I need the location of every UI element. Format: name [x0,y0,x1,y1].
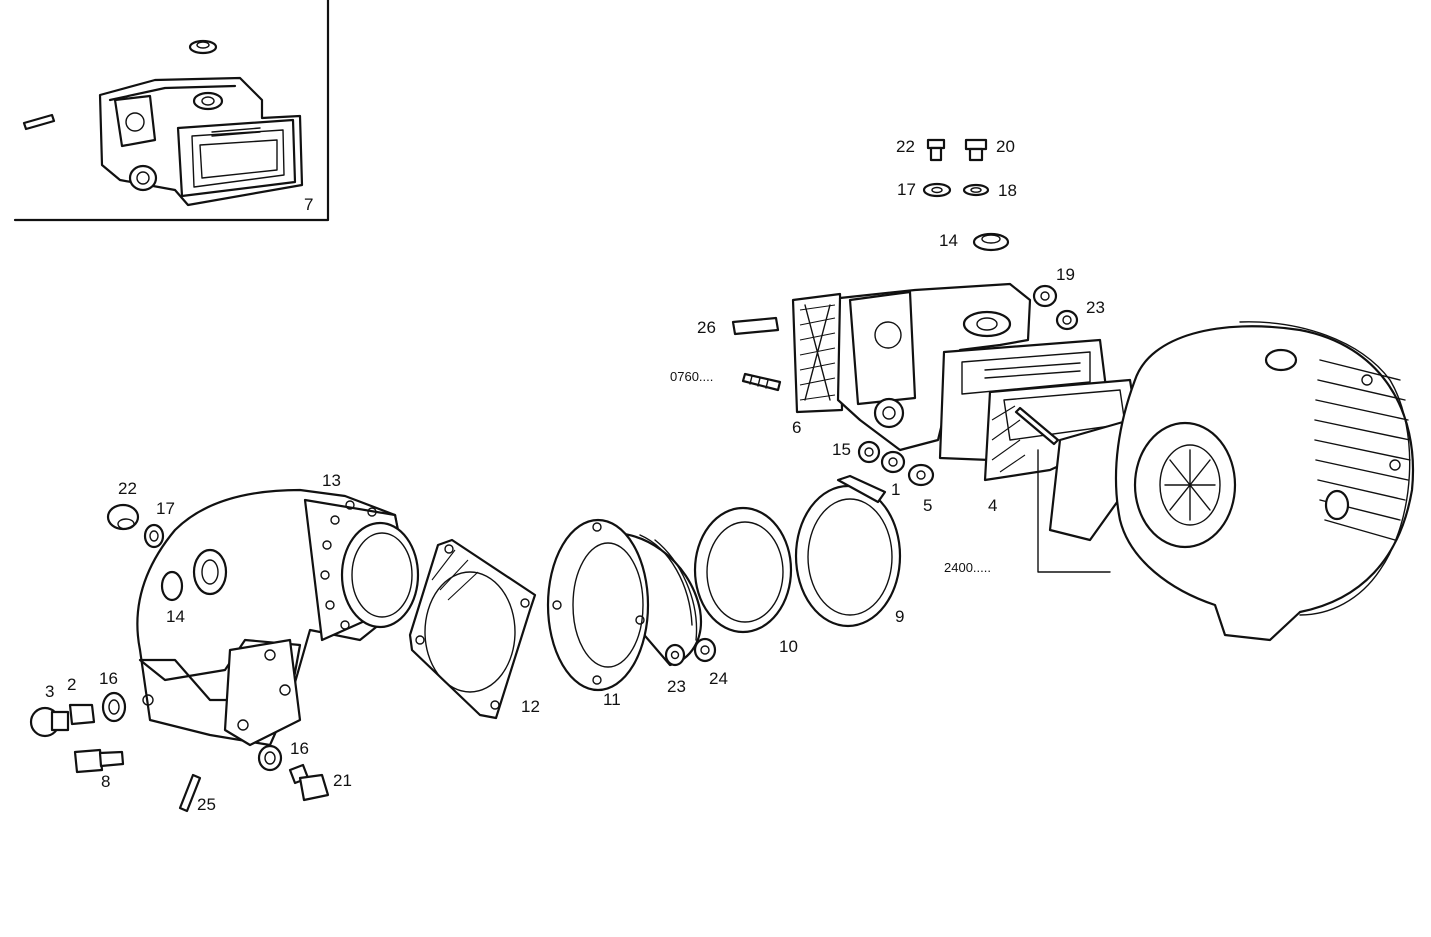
label-21: 21 [333,771,352,790]
nut-5 [907,463,935,487]
label-16: 16 [99,669,118,688]
label-14: 14 [166,607,185,626]
gasket-6 [791,292,844,414]
label-17: 17 [897,180,916,199]
inset-border [13,0,330,222]
label-18: 18 [998,181,1017,200]
label-5: 5 [923,496,932,515]
part-labels: 22 20 17 18 14 19 23 26 0760.... 6 15 1 … [45,137,1105,814]
washer-17-top [922,182,952,198]
label-26: 26 [697,318,716,337]
label-3: 3 [45,682,54,701]
label-16: 16 [290,739,309,758]
label-22: 22 [896,137,915,156]
flange-11 [546,518,703,692]
label-4: 4 [988,496,997,515]
label-23: 23 [667,677,686,696]
washer-18-top [962,183,990,197]
turbocharger-2400 [1037,321,1415,642]
seal-14-top [972,232,1010,252]
bolt-21 [288,763,330,802]
label-9: 9 [895,607,904,626]
label-1: 1 [891,480,900,499]
stud-26 [731,316,780,336]
washer-16-left [101,691,127,723]
nut-1 [880,450,906,474]
manifold-body [836,282,1032,452]
label-0760: 0760.... [670,369,713,384]
label-19: 19 [1056,265,1075,284]
nut-19 [1032,284,1058,308]
plug-3-2 [29,703,96,738]
label-12: 12 [521,697,540,716]
label-6: 6 [792,418,801,437]
gasket-12 [408,538,537,720]
bolt-8 [73,748,125,774]
bolt-20-top [964,138,988,162]
label-25: 25 [197,795,216,814]
label-22: 22 [118,479,137,498]
bolt-22-top [926,138,946,162]
label-2400: 2400..... [944,560,991,575]
ring-10 [693,506,793,634]
clamp-9 [794,474,902,628]
washer-17-left [143,523,165,549]
label-13: 13 [322,471,341,490]
label-11: 11 [603,690,621,709]
stud-25 [178,773,202,813]
inset-label: 7 [304,195,313,214]
washer-23-top [1055,309,1079,331]
nut-15 [857,440,881,464]
label-15: 15 [832,440,851,459]
washer-16-lower [257,744,283,772]
bolt-22-left [106,503,140,531]
gasket-4 [983,378,1140,482]
label-20: 20 [996,137,1015,156]
label-10: 10 [779,637,798,656]
label-24: 24 [709,669,728,688]
label-14: 14 [939,231,958,250]
stud-0760 [741,372,782,392]
nut-24 [693,637,717,663]
label-8: 8 [101,772,110,791]
elbow-13 [136,488,420,747]
inset-part-7: 7 [13,0,330,222]
label-17: 17 [156,499,175,518]
label-23: 23 [1086,298,1105,317]
washer-23-lower [664,643,686,667]
label-2: 2 [67,675,76,694]
